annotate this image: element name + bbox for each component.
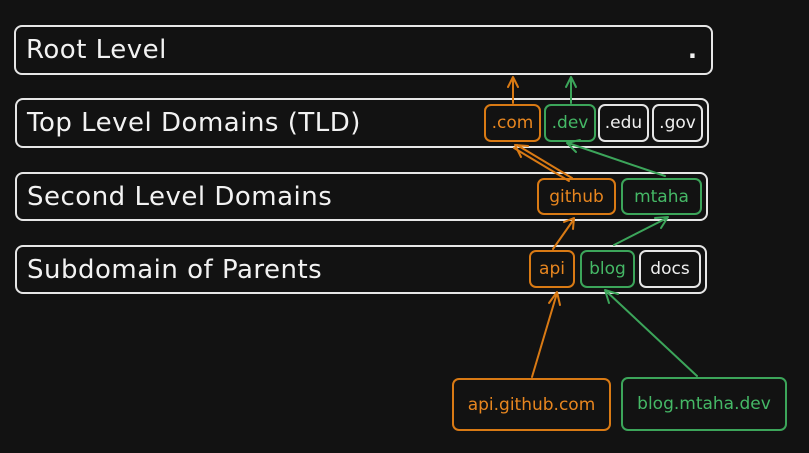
subdomain-level-label: Subdomain of Parents — [27, 254, 323, 285]
root-dot: . — [687, 36, 697, 64]
arrow-blog-to-mtaha — [613, 216, 669, 246]
sld-node-mtaha: mtaha — [621, 178, 702, 215]
tld-node-dev: .dev — [544, 104, 596, 142]
sub-node-docs: docs — [639, 250, 701, 288]
subdomain-level-box: Subdomain of Parents — [15, 245, 707, 294]
tld-level-box: Top Level Domains (TLD) — [15, 98, 709, 148]
sub-node-api: api — [529, 250, 575, 288]
tld-node-com: .com — [484, 104, 541, 142]
tld-node-edu: .edu — [598, 104, 649, 142]
tld-level-label: Top Level Domains (TLD) — [27, 108, 361, 138]
sld-level-label: Second Level Domains — [27, 181, 333, 212]
root-level-box: Root Level . — [14, 25, 713, 75]
root-level-label: Root Level — [26, 35, 167, 65]
domain-node-blog-mtaha-dev: blog.mtaha.dev — [621, 377, 787, 431]
tld-node-gov: .gov — [652, 104, 703, 142]
domain-node-api-github-com: api.github.com — [452, 378, 611, 431]
arrow-api-full-to-api — [531, 291, 561, 378]
sub-node-blog: blog — [580, 250, 635, 288]
sld-node-github: github — [537, 178, 616, 215]
sld-level-box: Second Level Domains — [15, 172, 708, 221]
arrow-blog-full-to-blog — [604, 289, 698, 377]
